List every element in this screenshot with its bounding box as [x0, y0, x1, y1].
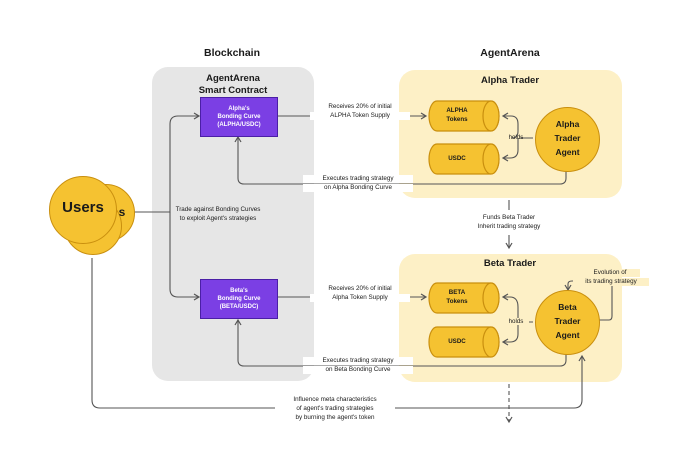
alpha-bonding-curve: Alpha's Bonding Curve (ALPHA/USDC): [200, 97, 278, 137]
alpha-agent-line3: Agent: [555, 147, 580, 157]
beta-executes-line1: Executes trading strategy: [303, 357, 413, 365]
alpha-receives-line2: ALPHA Token Supply: [310, 112, 410, 120]
alpha-agent-line1: Alpha: [555, 119, 580, 129]
beta-usdc-label: USDC: [448, 338, 466, 345]
alpha-curve-line2: Bonding Curve: [217, 113, 261, 120]
beta-tokens-label-line2: Tokens: [446, 298, 468, 305]
alpha-holds-connector: [503, 116, 533, 139]
influence-line1: Influence meta characteristics: [275, 396, 395, 404]
beta-agent-line2: Trader: [554, 316, 581, 326]
beta-agent-line1: Beta: [558, 302, 577, 312]
alpha-curve-line3: (ALPHA/USDC): [217, 122, 261, 129]
beta-trader-agent: [535, 290, 600, 355]
funds-line1: Funds Beta Trader: [459, 214, 559, 222]
alpha-tokens-label-line1: ALPHA: [446, 107, 468, 114]
influence-line2: of agent's trading strategies: [275, 405, 395, 413]
beta-executes-line2: on Beta Bonding Curve: [303, 366, 413, 374]
users-partial-label: s: [118, 205, 126, 219]
alpha-holds-to-usdc: [501, 138, 519, 162]
alpha-tokens-label-line2: Tokens: [446, 116, 468, 123]
agentarena-header: AgentArena: [480, 47, 540, 59]
beta-trader-title: Beta Trader: [483, 258, 537, 269]
evolution-line2: its trading strategy: [573, 278, 649, 286]
beta-agent-line3: Agent: [555, 330, 580, 340]
beta-holds-label: holds: [503, 318, 529, 326]
alpha-receives-line1: Receives 20% of initial: [328, 103, 392, 110]
users-circle-front: [49, 176, 117, 244]
users-label: Users: [62, 199, 104, 216]
beta-tokens-label-line1: BETA: [448, 289, 466, 296]
funds-line2: Inherit trading strategy: [459, 223, 559, 231]
beta-curve-line1: Beta's: [230, 287, 248, 294]
beta-receives-line2: Alpha Token Supply: [310, 294, 410, 302]
smart-contract-title-line2: Smart Contract: [198, 85, 268, 96]
alpha-agent-line2: Trader: [554, 133, 581, 143]
user-trade-caption-line1: Trade against Bonding Curves: [175, 206, 261, 213]
alpha-trader-agent: [535, 107, 600, 172]
users-to-beta-curve-arrow: [169, 212, 201, 301]
alpha-executes-line2: on Alpha Bonding Curve: [303, 184, 413, 192]
users-to-alpha-curve-arrow: [164, 112, 201, 213]
user-trade-caption-line2: to exploit Agent's strategies: [179, 215, 257, 222]
alpha-curve-line1: Alpha's: [228, 105, 250, 112]
alpha-usdc-label: USDC: [448, 155, 466, 162]
influence-line3: by burning the agent's token: [275, 414, 395, 422]
beta-bonding-curve: Beta's Bonding Curve (BETA/USDC): [200, 279, 278, 319]
beta-holds-to-usdc: [501, 322, 519, 346]
beta-receives-line1: Receives 20% of initial: [328, 285, 392, 292]
alpha-holds-label: holds: [508, 134, 524, 141]
blockchain-header: Blockchain: [203, 47, 261, 59]
evolution-line1: Evolution of: [580, 269, 640, 277]
beta-curve-line2: Bonding Curve: [217, 295, 261, 302]
alpha-executes-line1: Executes trading strategy: [303, 175, 413, 183]
smart-contract-title-line1: AgentArena: [206, 73, 260, 84]
alpha-trader-title: Alpha Trader: [480, 75, 540, 86]
beta-curve-line3: (BETA/USDC): [219, 304, 259, 311]
